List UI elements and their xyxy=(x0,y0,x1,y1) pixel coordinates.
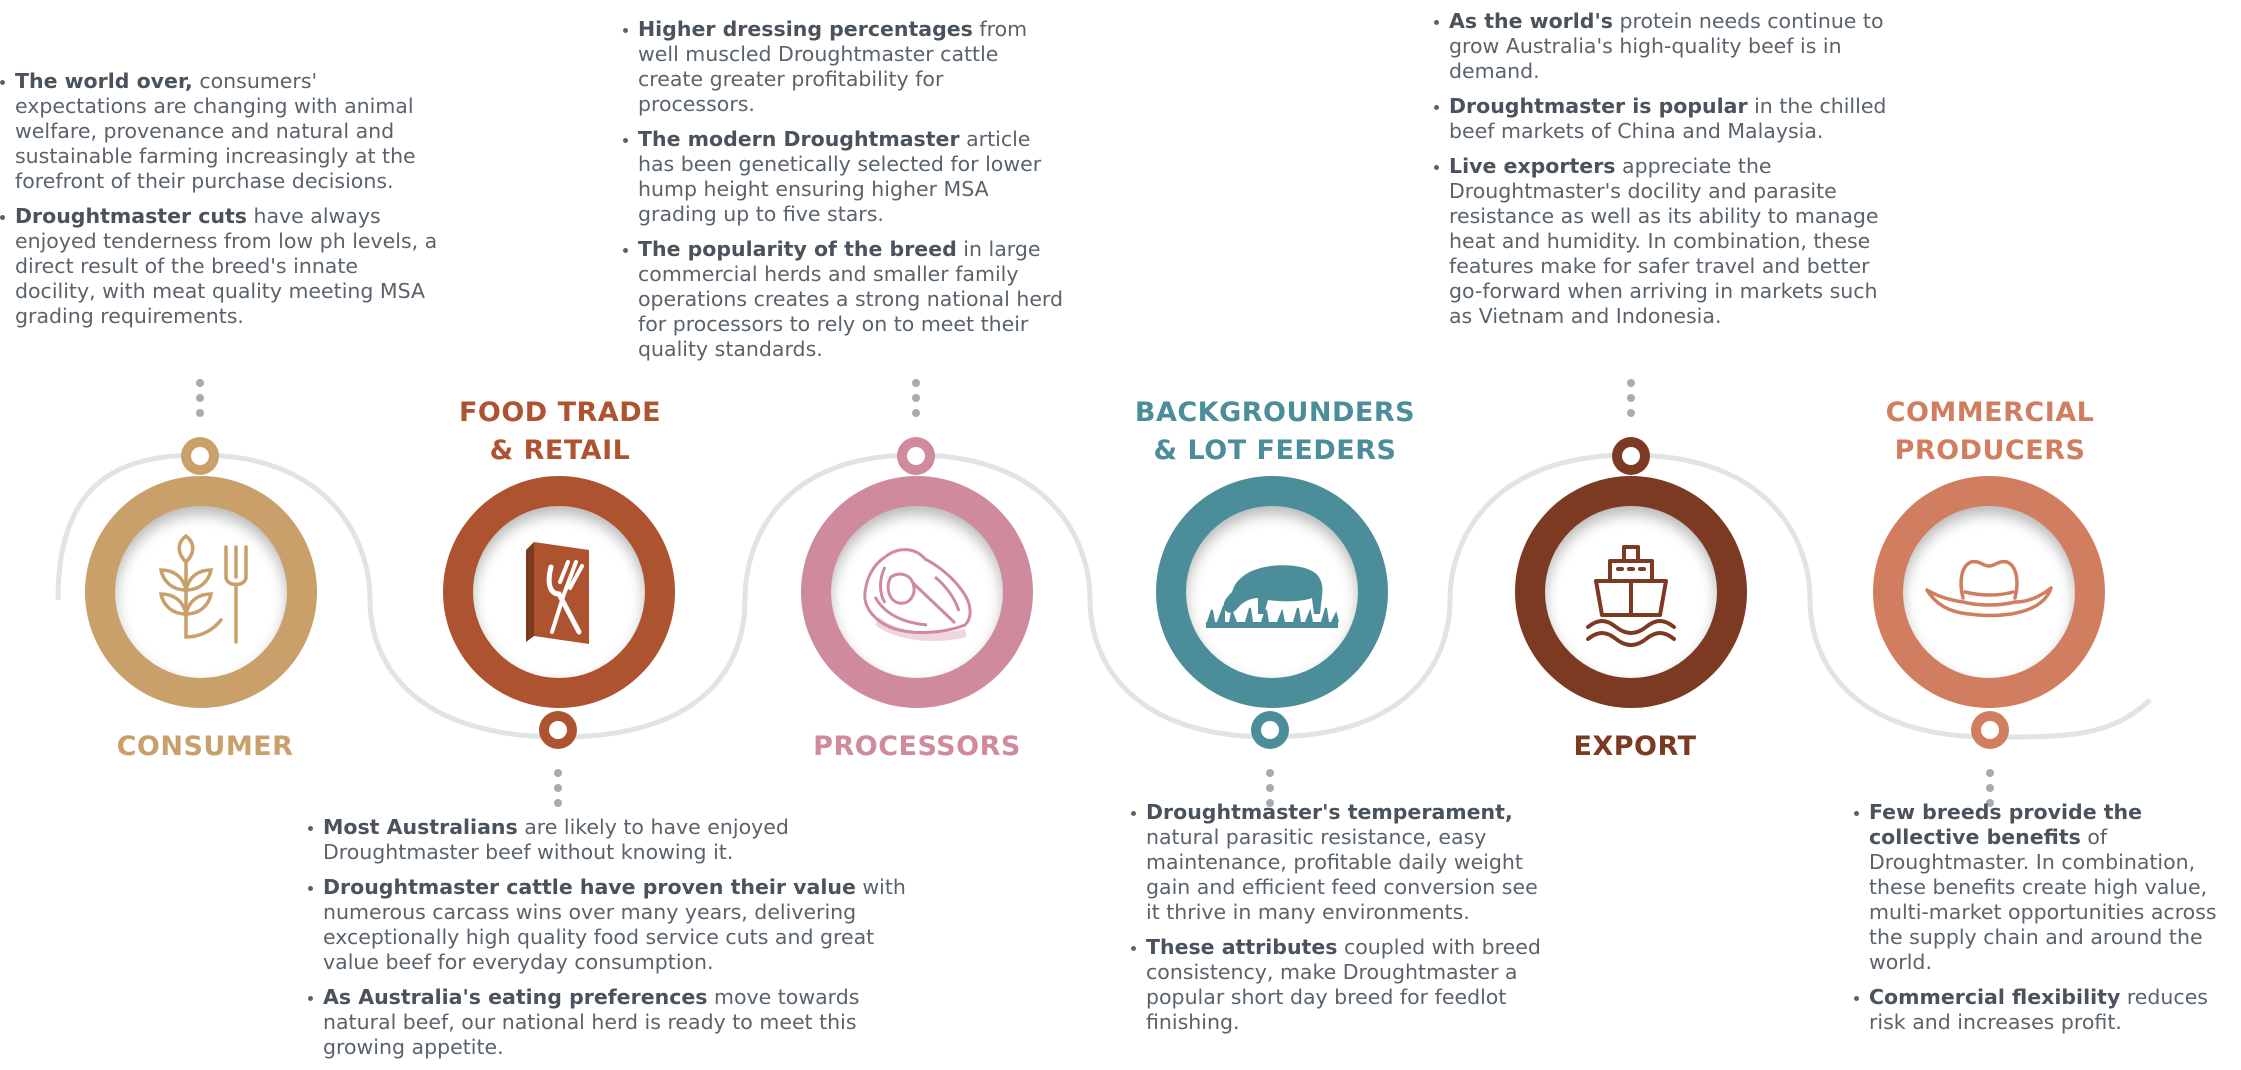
list-item: As Australia's eating preferences move t… xyxy=(308,985,908,1060)
backgrounders-circle xyxy=(1156,476,1388,708)
leader-dot xyxy=(912,379,920,387)
ship-icon xyxy=(1586,545,1676,647)
leader-dot xyxy=(554,784,562,792)
connector-node-center xyxy=(1622,447,1640,465)
food-trade-circle xyxy=(443,476,675,708)
list-item: The modern Droughtmaster article has bee… xyxy=(623,127,1063,227)
leader-dot xyxy=(1986,769,1994,777)
leader-dot xyxy=(912,394,920,402)
connector-node-center xyxy=(1981,721,1999,739)
leader-dot xyxy=(1627,409,1635,417)
connector-node-center xyxy=(907,447,925,465)
consumer-label: CONSUMER xyxy=(116,731,294,762)
list-item: Commercial flexibility reduces risk and … xyxy=(1854,985,2239,1035)
list-item: Droughtmaster is popular in the chilled … xyxy=(1434,94,1894,144)
leader-dot xyxy=(912,409,920,417)
consumer-bullets: The world over, consumers' expectations … xyxy=(0,69,440,339)
list-item: Droughtmaster's temperament, natural par… xyxy=(1131,800,1551,925)
export-bullets: As the world's protein needs continue to… xyxy=(1434,9,1894,339)
wheat-fork-icon xyxy=(158,533,248,644)
consumer-circle xyxy=(85,476,317,708)
connector-node-center xyxy=(191,447,209,465)
export-label: EXPORT xyxy=(1573,731,1697,762)
leader-dot xyxy=(1266,769,1274,777)
list-item: Few breeds provide the collective benefi… xyxy=(1854,800,2239,975)
leader-dot xyxy=(1986,799,1994,807)
food-trade-bullets: Most Australians are likely to have enjo… xyxy=(308,815,908,1070)
list-item: The world over, consumers' expectations … xyxy=(0,69,440,194)
food-trade-label: FOOD TRADE & RETAIL xyxy=(458,397,662,466)
backgrounders-label: BACKGROUNDERS & LOT FEEDERS xyxy=(1134,397,1416,466)
grazing-cattle-icon xyxy=(1206,565,1339,628)
list-item: Droughtmaster cuts have always enjoyed t… xyxy=(0,204,440,329)
list-item: The popularity of the breed in large com… xyxy=(623,237,1063,362)
leader-dot xyxy=(1627,379,1635,387)
connector-node-center xyxy=(549,721,567,739)
list-item: Higher dressing percentages from well mu… xyxy=(623,17,1063,117)
leader-dot xyxy=(554,799,562,807)
cowboy-hat-icon xyxy=(1925,559,2053,618)
processors-bullets: Higher dressing percentages from well mu… xyxy=(623,17,1063,372)
leader-dot xyxy=(1986,784,1994,792)
list-item: Most Australians are likely to have enjo… xyxy=(308,815,908,865)
leader-dot xyxy=(1627,394,1635,402)
leader-dot xyxy=(1266,799,1274,807)
list-item: Live exporters appreciate the Droughtmas… xyxy=(1434,154,1894,329)
t-bone-steak-icon xyxy=(862,548,971,641)
backgrounders-bullets: Droughtmaster's temperament, natural par… xyxy=(1131,800,1551,1045)
commercial-label: COMMERCIAL PRODUCERS xyxy=(1885,397,2095,466)
menu-cutlery-icon xyxy=(526,542,589,644)
leader-dot xyxy=(196,409,204,417)
list-item: Droughtmaster cattle have proven their v… xyxy=(308,875,908,975)
leader-dot xyxy=(196,394,204,402)
commercial-bullets: Few breeds provide the collective benefi… xyxy=(1854,800,2239,1045)
connector-node-center xyxy=(1261,721,1279,739)
leader-dot xyxy=(554,769,562,777)
processors-label: PROCESSORS xyxy=(813,731,1021,762)
commercial-circle xyxy=(1873,476,2105,708)
processors-circle xyxy=(801,476,1033,708)
leader-dot xyxy=(1266,784,1274,792)
list-item: As the world's protein needs continue to… xyxy=(1434,9,1894,84)
export-circle xyxy=(1515,476,1747,708)
leader-dot xyxy=(196,379,204,387)
list-item: These attributes coupled with breed cons… xyxy=(1131,935,1551,1035)
